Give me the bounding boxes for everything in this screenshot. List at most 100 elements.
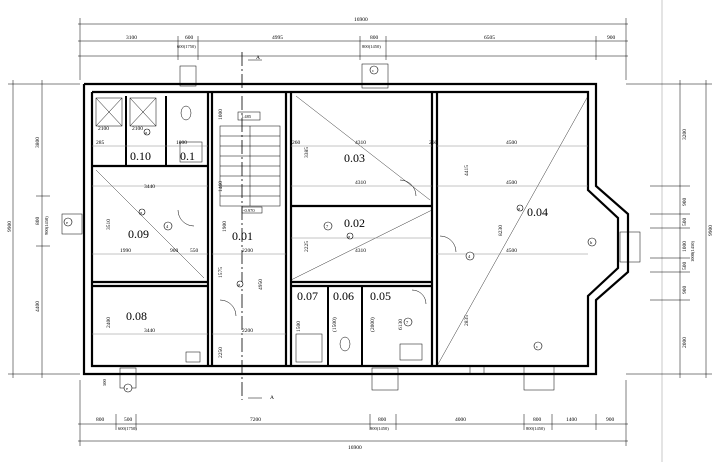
washbasin-1 [179, 141, 203, 163]
room-diagonals [95, 95, 589, 367]
top-dim-4: 800 [370, 35, 379, 41]
dim-misc-12: 6130 [398, 319, 404, 330]
room-label-0-06: 0.06 [333, 289, 354, 303]
left-dim-1: 3800 [35, 137, 41, 148]
left-note-1: 900(1450) [44, 216, 49, 235]
dim-misc-11: 4950 [258, 279, 264, 290]
bottom-window-note-2: 900(1450) [370, 426, 389, 431]
dim-r09-w2: 1990 [120, 248, 131, 254]
dim-r10-d: 1000 [176, 140, 187, 146]
top-overall-dim: 16900 [354, 17, 368, 23]
dim-r10-w1: 2100 [98, 126, 109, 132]
bottom-dim-6: 800 [533, 417, 542, 423]
bottom-dim-7: 1400 [566, 417, 577, 423]
interior-walls [92, 92, 439, 366]
tag-4-b: 4 [468, 254, 471, 259]
bottom-window-note-3: 800(1450) [526, 426, 545, 431]
bottom-dim-8: 900 [606, 417, 615, 423]
outer-walls [82, 82, 630, 376]
left-dim-3: 4400 [35, 301, 41, 312]
level-note: -0.970 [243, 208, 255, 213]
dim-misc-10: (2000) [369, 317, 376, 332]
right-dim-7: 2000 [682, 337, 688, 348]
chimney-boxes [61, 63, 641, 391]
bottom-overall-dim: 16900 [348, 445, 362, 451]
dim-misc-6: 1575 [218, 267, 224, 278]
dim-r09-w: 3440 [144, 184, 155, 190]
dim-misc-8: 1500 [296, 321, 302, 332]
room-label-0-09: 0.09 [128, 227, 149, 241]
left-dimension-chain: 9900 3800 800 4400 900(1450) 500 [7, 80, 107, 386]
shower-tray-1 [95, 97, 123, 127]
dim-r04-h3: 2835 [464, 315, 470, 326]
right-dimension-chain: 3200 900 500 1000 500 900 2000 9900 1000… [626, 80, 714, 378]
tag-a-2: a [238, 282, 240, 287]
right-note-1: 1000(1450) [690, 241, 695, 262]
dim-r02-h: 2225 [304, 241, 310, 252]
right-dim-3: 500 [682, 218, 688, 227]
dim-r01-w: 2200 [242, 248, 253, 254]
room-label-0-07: 0.07 [297, 289, 318, 303]
dim-r04-w-mid: 4500 [506, 180, 517, 186]
dim-r09-d1: 900 [170, 248, 179, 254]
dim-r10-w2: 2100 [132, 126, 143, 132]
bottom-dim-5: 4000 [455, 417, 466, 423]
boiler-box [185, 351, 201, 363]
tag-e: e [66, 220, 68, 225]
room-label-0-05: 0.05 [370, 289, 391, 303]
bottom-dim-4: 800 [378, 417, 387, 423]
dim-r09-d2: 550 [190, 248, 199, 254]
dim-r04-h: 4415 [464, 165, 470, 176]
tag-a-5: a [145, 130, 147, 135]
bottom-dim-3: 7200 [250, 417, 261, 423]
room-label-0-11: 0.1 [180, 149, 195, 163]
toilet-2 [339, 336, 351, 352]
dim-misc-2: 260 [292, 140, 301, 146]
bottom-dim-2: 500 [124, 417, 133, 423]
section-line-a: A A [241, 52, 274, 401]
dim-r08-h: 2400 [106, 317, 112, 328]
tag-a-1: a [140, 210, 142, 215]
tag-c-bottom: c [536, 344, 538, 349]
top-window-note-1: 600(1750) [177, 44, 196, 49]
top-window-note-2: 800(1450) [362, 44, 381, 49]
left-dim-2: 800 [35, 217, 41, 226]
top-dim-6: 900 [607, 35, 616, 41]
top-dim-2: 600 [185, 35, 194, 41]
bottom-dim-1: 800 [96, 417, 105, 423]
dim-misc-9: (1500) [331, 317, 338, 332]
washbasin-2 [399, 343, 423, 361]
dim-r03-h: 3385 [304, 147, 310, 158]
room-label-0-10: 0.10 [130, 149, 151, 163]
left-note-2: 500 [102, 379, 107, 387]
shower-tray-2 [129, 97, 157, 127]
dim-r03-w-bot: 4310 [355, 180, 366, 186]
left-overall-dim: 9900 [7, 221, 13, 232]
top-dimension-chain: 16900 3100 600 4995 800 6505 900 600(175… [78, 17, 628, 80]
right-dim-4: 1000 [682, 241, 688, 252]
room-label-0-02: 0.02 [344, 216, 365, 230]
circle-tags: 4 7 7 4 c c b e e a a a a a [63, 65, 597, 393]
tag-a-3: a [348, 234, 350, 239]
top-dim-1: 3100 [126, 35, 137, 41]
room-label-0-08: 0.08 [126, 309, 147, 323]
right-dim-2: 900 [682, 198, 688, 207]
dim-r04-w-bot: 4500 [506, 248, 517, 254]
right-dim-6: 900 [682, 286, 688, 295]
dim-r09-h: 3510 [106, 219, 112, 230]
bottom-window-note-1: 600(1750) [118, 426, 137, 431]
section-label-bottom: A [270, 395, 274, 401]
tag-4: 4 [166, 224, 169, 229]
interior-dims: 4310 4310 3385 4500 4500 4500 4415 8230 … [92, 109, 588, 358]
dim-misc-1: 285 [96, 140, 105, 146]
dim-r01-w2: 2200 [242, 328, 253, 334]
bathtub-1 [295, 333, 323, 363]
dim-r02-w: 4310 [355, 248, 366, 254]
dim-misc-3: 260 [429, 140, 438, 146]
bottom-dimension-chain: 800 500 7200 800 4000 800 1400 900 600(1… [78, 380, 628, 451]
room-label-0-04: 0.04 [527, 205, 548, 219]
tag-e-bottom: e [126, 386, 128, 391]
dim-misc-4: 1000 [218, 109, 224, 120]
dim-misc-7: 2250 [218, 347, 224, 358]
tag-a-4: a [518, 206, 520, 211]
